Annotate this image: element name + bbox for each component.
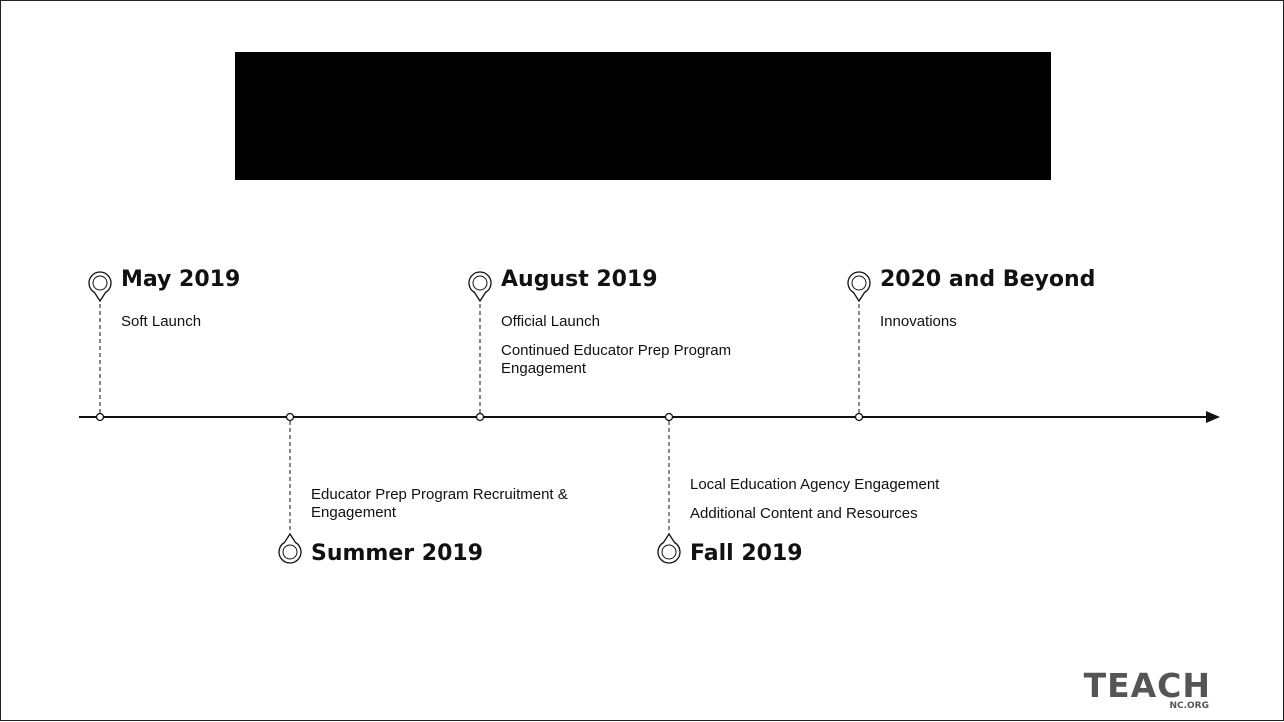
map-pin-icon — [278, 532, 302, 564]
milestone-item-continued-engagement: Continued Educator Prep Program Engageme… — [501, 342, 732, 377]
milestone-item-additional-content: Additional Content and Resources — [690, 505, 918, 522]
axis-node-summer-2019 — [285, 412, 295, 422]
map-pin-icon — [847, 271, 871, 303]
axis-node-2020-and-beyond — [854, 412, 864, 422]
milestone-title-august-2019: August 2019 — [501, 267, 658, 292]
map-pin-icon — [468, 271, 492, 303]
map-pin-icon — [88, 271, 112, 303]
milestone-title-may-2019: May 2019 — [121, 267, 241, 292]
logo-subtext: NC.ORG — [1169, 701, 1209, 711]
milestone-title-fall-2019: Fall 2019 — [690, 541, 803, 566]
milestone-item-educator-prep-recruitment: Educator Prep Program Recruitment & Enga… — [311, 486, 568, 521]
milestone-item-local-education-agency: Local Education Agency Engagement — [690, 476, 940, 493]
milestone-title-2020-and-beyond: 2020 and Beyond — [880, 267, 1096, 292]
teach-nc-logo: TEACH NC.ORG — [1083, 666, 1227, 711]
map-pin-icon — [657, 532, 681, 564]
arrow-right-icon — [1206, 411, 1220, 423]
milestone-title-summer-2019: Summer 2019 — [311, 541, 484, 566]
axis-node-august-2019 — [475, 412, 485, 422]
axis-node-may-2019 — [95, 412, 105, 422]
axis-node-fall-2019 — [664, 412, 674, 422]
logo-wordmark: TEACH — [1083, 666, 1211, 705]
milestone-item-soft-launch: Soft Launch — [121, 313, 202, 330]
milestone-item-official-launch: Official Launch — [501, 313, 600, 330]
title-block — [235, 52, 1051, 180]
milestone-item-innovations: Innovations — [880, 313, 957, 330]
